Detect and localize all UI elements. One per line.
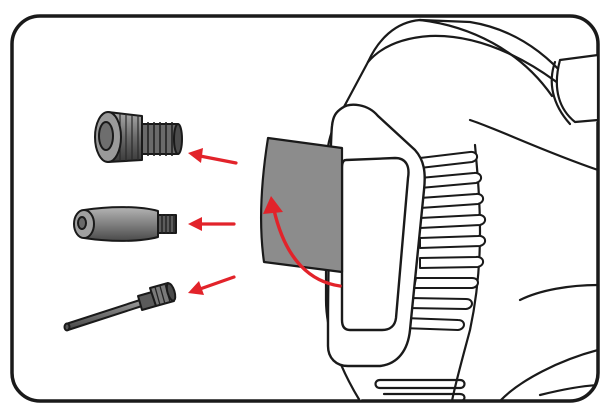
- arrow-left-icon-2: [188, 217, 236, 231]
- vent-slots: [401, 150, 486, 331]
- threaded-cap-adapter-icon: [94, 111, 183, 163]
- arrow-left-icon-3: [188, 275, 236, 295]
- arrow-left-icon-1: [188, 148, 238, 165]
- flap-open-arrow: [263, 196, 342, 288]
- needle-valve-adapter-icon: [63, 282, 177, 332]
- compartment-flap: [259, 136, 344, 274]
- removal-arrows: [188, 148, 238, 295]
- tapered-nozzle-adapter-icon: [73, 206, 177, 242]
- compartment-handle: [326, 103, 426, 368]
